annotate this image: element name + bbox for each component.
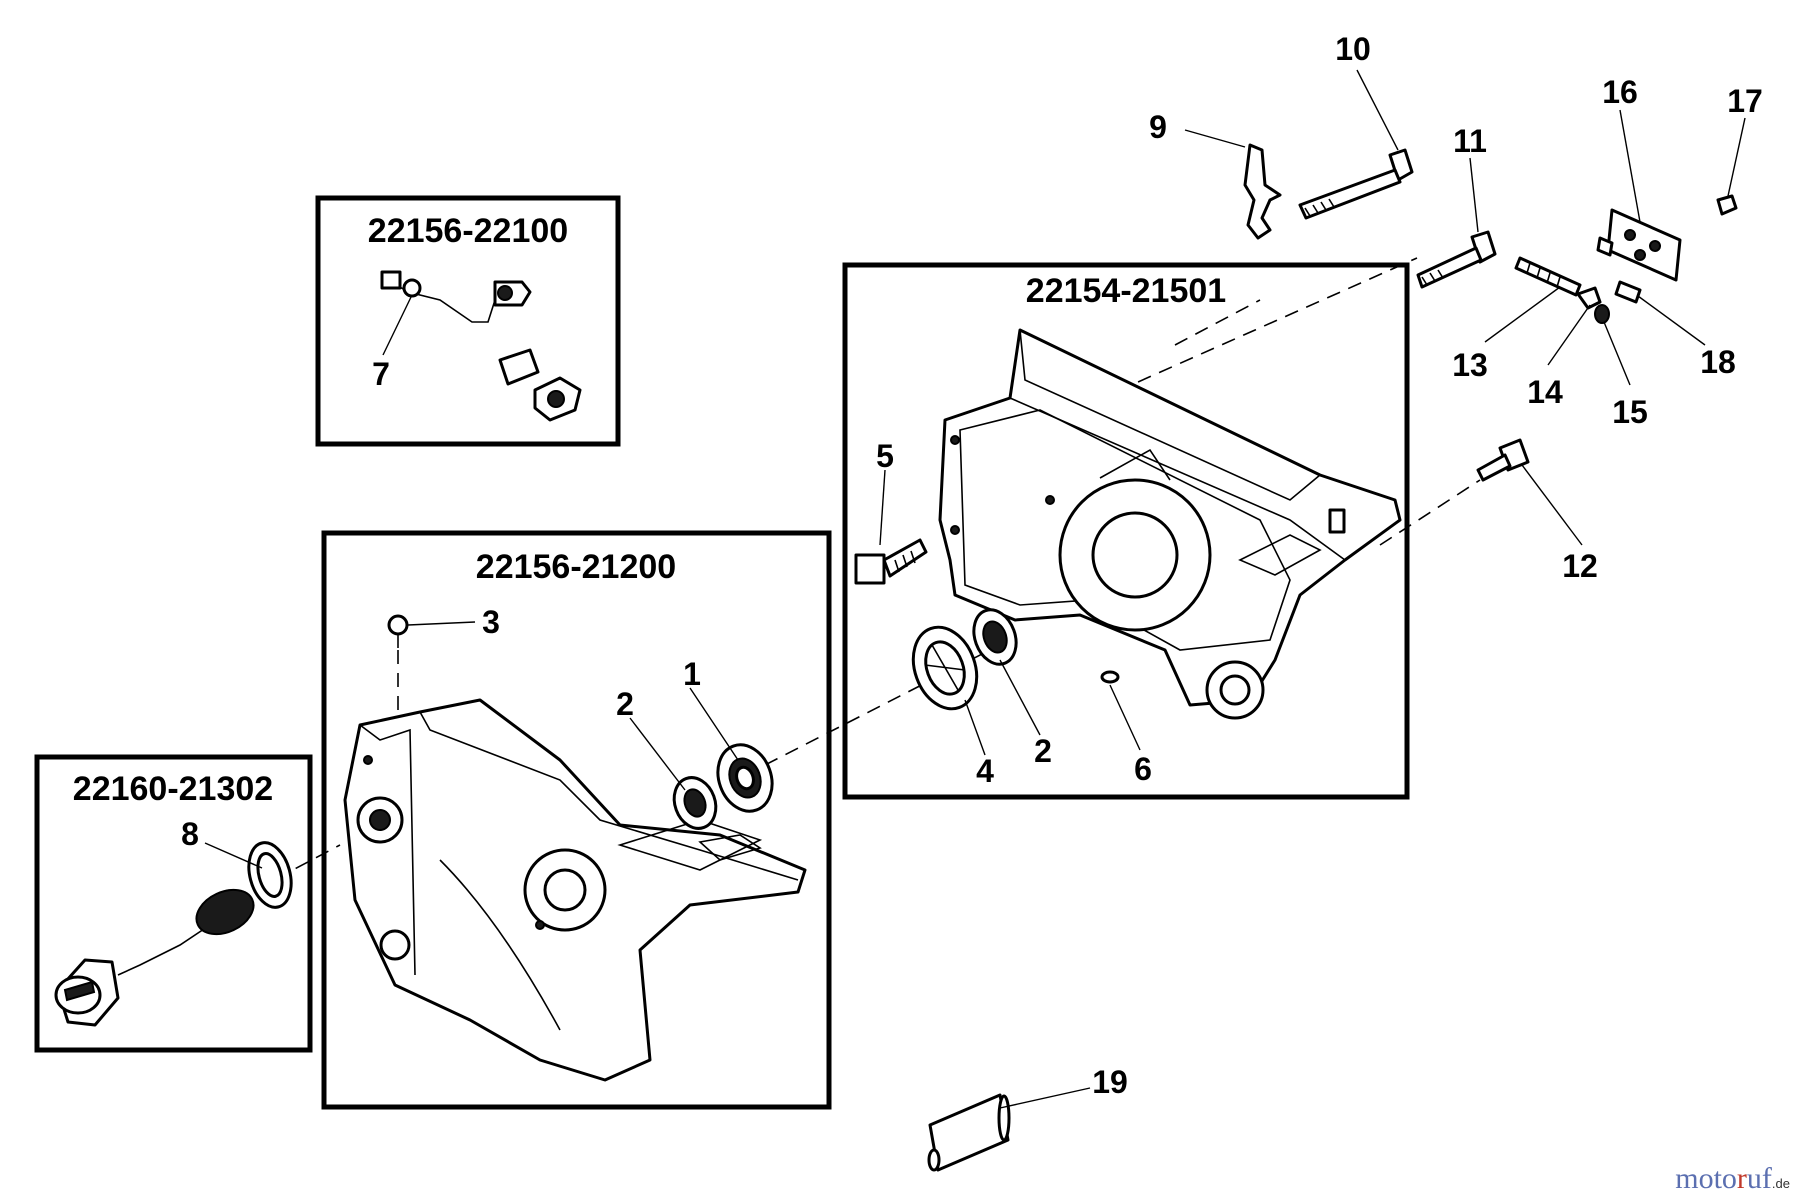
fuel-cap-part bbox=[54, 924, 211, 1027]
guide-part-19 bbox=[927, 1093, 1011, 1172]
screw-part-3 bbox=[387, 614, 409, 648]
bolt-part-10 bbox=[1298, 148, 1414, 220]
callout-4: 4 bbox=[976, 753, 994, 789]
callout-3: 3 bbox=[482, 604, 500, 640]
assembly-box-22156-22100: 22156-22100 bbox=[315, 195, 621, 447]
callout-2-left: 2 bbox=[616, 686, 634, 722]
callout-16: 16 bbox=[1602, 74, 1638, 110]
callout-19: 19 bbox=[1092, 1064, 1128, 1100]
assembly-label-22156-22100: 22156-22100 bbox=[368, 212, 568, 250]
nozzle-part-14 bbox=[1576, 286, 1602, 310]
callout-2-right: 2 bbox=[1034, 733, 1052, 769]
callout-17: 17 bbox=[1727, 83, 1763, 119]
callout-9: 9 bbox=[1149, 109, 1167, 145]
watermark-logo: motoruf.de bbox=[1675, 1162, 1790, 1195]
assembly-box-22154-21501: 22154-21501 bbox=[842, 262, 1410, 800]
callout-11: 11 bbox=[1453, 123, 1487, 159]
callout-1: 1 bbox=[683, 656, 701, 692]
assembly-label-22154-21501: 22154-21501 bbox=[1026, 272, 1226, 310]
bolt-part-5 bbox=[854, 538, 928, 585]
crankcase-right-half bbox=[938, 328, 1402, 720]
callout-15: 15 bbox=[1612, 394, 1648, 430]
callout-12: 12 bbox=[1562, 548, 1598, 584]
callout-13: 13 bbox=[1452, 347, 1488, 383]
plate-part-16 bbox=[1596, 208, 1682, 282]
assembly-label-22156-21200: 22156-21200 bbox=[476, 548, 676, 586]
assembly-box-22156-21200: 22156-21200 bbox=[321, 530, 832, 1110]
oil-line-part-7 bbox=[380, 270, 582, 422]
pin-part-6 bbox=[1100, 670, 1120, 684]
plate-part-9 bbox=[1243, 143, 1282, 240]
washer-part-15 bbox=[1594, 304, 1610, 324]
assembly-box-22160-21302: 22160-21302 bbox=[34, 754, 313, 1053]
gasket-part-8 bbox=[247, 841, 293, 909]
assembly-label-22160-21302: 22160-21302 bbox=[73, 770, 273, 808]
callout-14: 14 bbox=[1527, 374, 1563, 410]
callout-10: 10 bbox=[1335, 31, 1371, 67]
screw-part-13 bbox=[1514, 256, 1582, 297]
callout-6: 6 bbox=[1134, 751, 1152, 787]
callout-numbers: 1 2 2 3 4 5 6 7 8 9 10 11 12 13 14 15 16… bbox=[181, 31, 1763, 1100]
fuel-filter-part bbox=[195, 888, 255, 936]
bearing-part-4 bbox=[911, 625, 979, 711]
bearing-part-1 bbox=[716, 743, 774, 813]
bolt-part-11 bbox=[1416, 230, 1497, 289]
crankcase-left-half bbox=[343, 698, 807, 1082]
seal-part-2-left bbox=[672, 776, 718, 830]
screw-part-12 bbox=[1476, 438, 1530, 482]
callout-8: 8 bbox=[181, 816, 199, 852]
callout-7: 7 bbox=[372, 356, 390, 392]
callout-5: 5 bbox=[876, 438, 894, 474]
screw-part-17 bbox=[1716, 194, 1738, 216]
callout-18: 18 bbox=[1700, 344, 1736, 380]
leader-lines bbox=[204, 69, 1746, 1109]
spring-part-18 bbox=[1614, 280, 1642, 304]
seal-part-2-right bbox=[972, 608, 1018, 666]
